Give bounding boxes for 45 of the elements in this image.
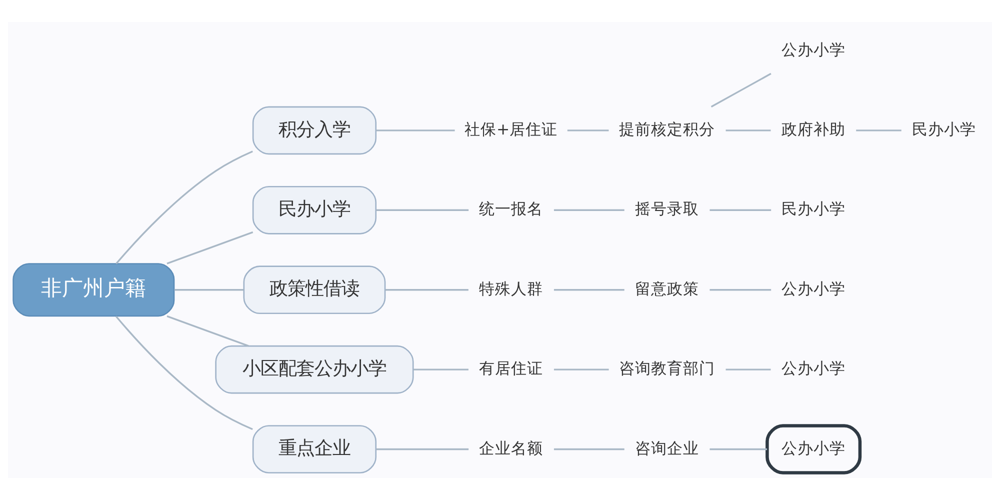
connector <box>166 315 249 347</box>
node-box: 非广州户籍 <box>12 263 175 317</box>
node-text: 民办小学 <box>912 119 976 138</box>
connector <box>115 316 253 430</box>
node-text: 提前核定积分 <box>619 119 716 138</box>
node-box: 小区配套公办小学 <box>215 345 414 394</box>
node-text: 民办小学 <box>782 199 846 218</box>
node-text: 统一报名 <box>479 199 544 218</box>
node-text: 企业名额 <box>479 438 544 458</box>
connector <box>726 368 771 370</box>
connector <box>554 368 609 370</box>
connector <box>710 209 772 211</box>
connector <box>726 130 771 132</box>
connector <box>376 209 469 211</box>
node-text: 摇号录取 <box>635 199 700 218</box>
connector <box>554 289 624 291</box>
connector <box>856 130 902 132</box>
connector <box>567 130 609 132</box>
node-box: 公办小学 <box>766 424 862 474</box>
node-text: 留意政策 <box>635 278 700 298</box>
connector <box>174 289 244 291</box>
node-box: 重点企业 <box>252 425 377 474</box>
node-box: 民办小学 <box>252 186 377 234</box>
node-text: 咨询教育部门 <box>619 358 716 378</box>
node-text: 政府补助 <box>782 119 846 138</box>
connector <box>710 289 772 291</box>
connector <box>710 72 772 108</box>
node-text: 公办小学 <box>782 40 846 59</box>
node-text: 公办小学 <box>782 278 846 298</box>
connector <box>376 448 469 450</box>
node-box: 积分入学 <box>252 106 377 155</box>
node-text: 有居住证 <box>479 358 544 378</box>
connector <box>116 150 253 264</box>
connector <box>710 448 768 450</box>
connector <box>554 448 624 450</box>
node-text: 社保+居住证 <box>464 119 558 138</box>
node-text: 公办小学 <box>782 358 846 378</box>
node-text: 特殊人群 <box>479 278 544 298</box>
node-text: 咨询企业 <box>635 438 700 458</box>
connector <box>554 209 624 211</box>
connector <box>166 231 254 264</box>
connector <box>413 368 468 370</box>
connector <box>376 130 455 132</box>
connector <box>385 289 468 291</box>
node-box: 政策性借读 <box>243 266 386 314</box>
